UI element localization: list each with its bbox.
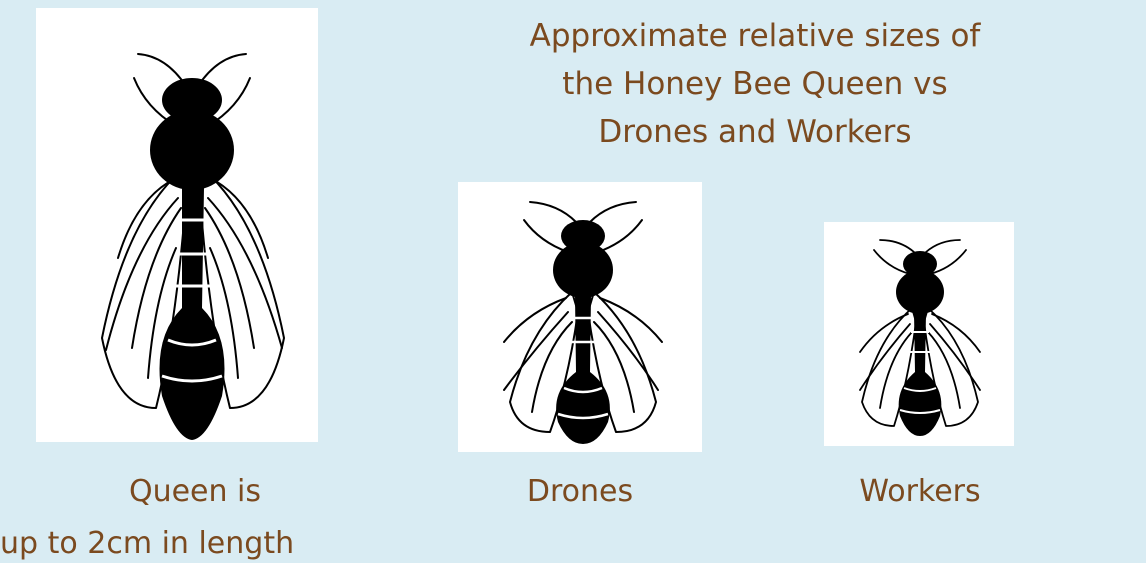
queen-caption-line-1: Queen is (0, 466, 390, 518)
title-line-2: the Honey Bee Queen vs (470, 60, 1040, 108)
queen-caption-line-2: up to 2cm in length (0, 518, 390, 563)
workers-caption-text: Workers (820, 466, 1020, 518)
drones-caption-text: Drones (480, 466, 680, 518)
worker-card (824, 222, 1014, 446)
worker-bee-illustration (824, 222, 1014, 446)
drone-card (458, 182, 702, 452)
queen-caption: Queen is up to 2cm in length (0, 466, 390, 563)
drones-caption: Drones (480, 466, 680, 518)
drone-bee-illustration (458, 182, 702, 452)
diagram-title: Approximate relative sizes of the Honey … (470, 12, 1040, 156)
workers-caption: Workers (820, 466, 1020, 518)
title-line-1: Approximate relative sizes of (470, 12, 1040, 60)
title-line-3: Drones and Workers (470, 108, 1040, 156)
queen-bee-illustration (36, 8, 318, 442)
queen-card (36, 8, 318, 442)
